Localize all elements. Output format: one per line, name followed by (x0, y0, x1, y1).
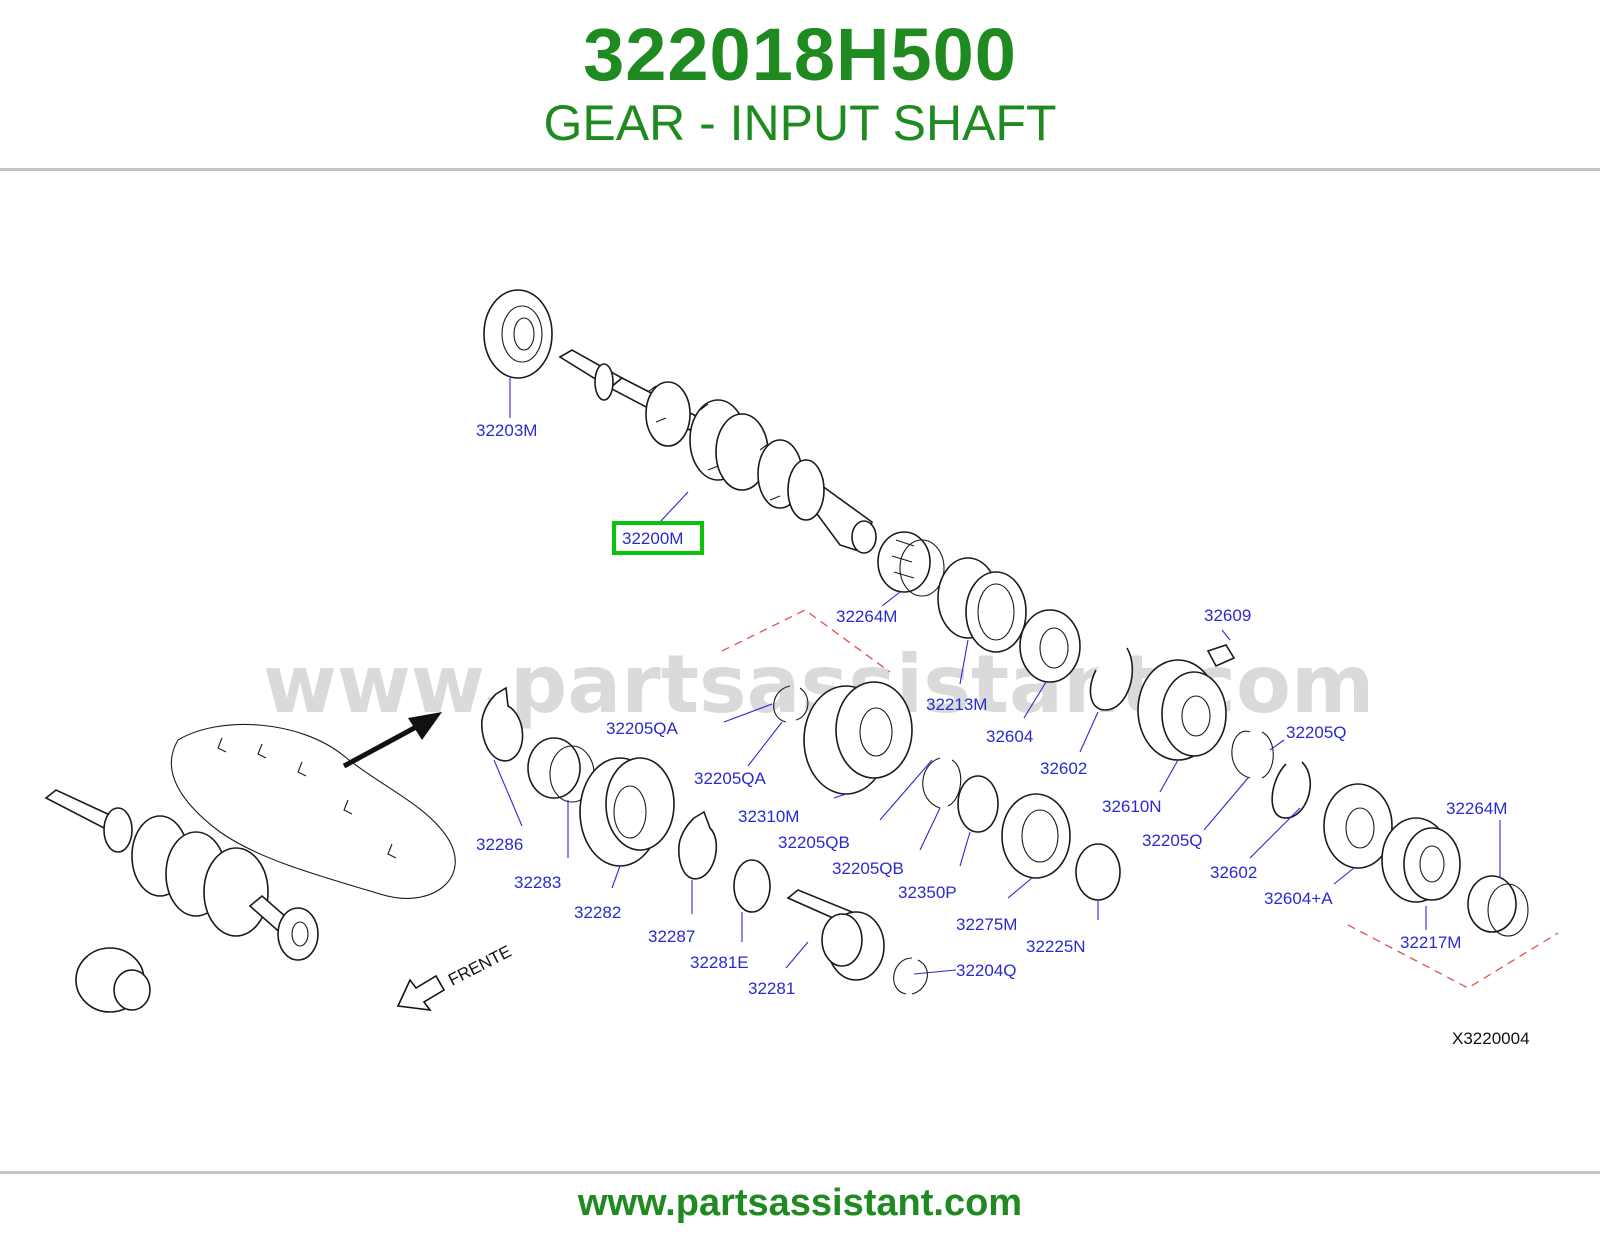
callout-32604[interactable]: 32604 (986, 727, 1033, 746)
bearing-32275m-part[interactable] (1001, 793, 1071, 879)
needle-bearing-32283-part[interactable] (527, 737, 595, 803)
spacer-32350p-part[interactable] (957, 775, 999, 833)
washer-32287-part[interactable] (678, 810, 718, 880)
callout-32205qb-2[interactable]: 32205QB (832, 859, 904, 878)
snap-ring-32602-lower-part[interactable] (1271, 761, 1312, 819)
callout-32200m-highlighted[interactable]: 32200M (622, 529, 683, 548)
hub-32604-part[interactable] (1019, 609, 1081, 683)
assembly-bracket-upper (721, 609, 891, 673)
assembly-direction-arrow (342, 712, 442, 769)
callout-32602-lower[interactable]: 32602 (1210, 863, 1257, 882)
snap-ring-32602-upper-part[interactable] (1089, 647, 1134, 711)
countershaft-gear-overview (75, 947, 151, 1013)
part-description: GEAR - INPUT SHAFT (543, 95, 1057, 151)
circlip-32204q-part[interactable] (893, 957, 928, 995)
snap-ring-32205q-part[interactable] (1231, 730, 1274, 779)
header-divider (0, 168, 1600, 171)
callout-32604a[interactable]: 32604+A (1264, 889, 1333, 908)
callout-32205q-1[interactable]: 32205Q (1286, 723, 1347, 742)
case-outline-overview (170, 723, 456, 899)
washer-32286-part[interactable] (481, 686, 524, 762)
callout-32205qb-1[interactable]: 32205QB (778, 833, 850, 852)
ring-32281e-part[interactable] (733, 859, 771, 913)
callout-32217m[interactable]: 32217M (1400, 933, 1461, 952)
front-direction-label: FRENTE (445, 942, 514, 990)
callout-32610n[interactable]: 32610N (1102, 797, 1162, 816)
callout-32225n[interactable]: 32225N (1026, 937, 1086, 956)
callout-32282[interactable]: 32282 (574, 903, 621, 922)
gear-32310m-part[interactable] (803, 681, 913, 795)
callout-32203m[interactable]: 32203M (476, 421, 537, 440)
callout-32264m-lower[interactable]: 32264M (1446, 799, 1507, 818)
needle-bearing-32264m-lower-part[interactable] (1467, 875, 1529, 937)
footer-url[interactable]: www.partsassistant.com (577, 1182, 1023, 1224)
part-number-title: 322018H500 (583, 13, 1017, 96)
input-shaft-part[interactable] (558, 349, 877, 554)
callout-32350p[interactable]: 32350P (898, 883, 957, 902)
page-header: 322018H500 GEAR - INPUT SHAFT (0, 0, 1600, 168)
footer-divider (0, 1171, 1600, 1174)
callout-32609[interactable]: 32609 (1204, 606, 1251, 625)
callout-32287[interactable]: 32287 (648, 927, 695, 946)
hub-32604a-part[interactable] (1323, 783, 1393, 869)
shim-32225n-part[interactable] (1075, 843, 1121, 901)
assembly-bracket-lower (1347, 924, 1559, 989)
callout-32205qa-1[interactable]: 32205QA (606, 719, 678, 738)
callout-32286[interactable]: 32286 (476, 835, 523, 854)
circlip-32205qa-part[interactable] (773, 685, 809, 723)
highlighted-part-frame (612, 521, 704, 555)
callout-32275m[interactable]: 32275M (956, 915, 1017, 934)
gear-32282-part[interactable] (579, 757, 675, 867)
needle-bearing-32264m-upper-part[interactable] (877, 531, 945, 597)
circlip-32205qb-part[interactable] (922, 757, 962, 809)
callout-32602-upper[interactable]: 32602 (1040, 759, 1087, 778)
callout-32204q[interactable]: 32204Q (956, 961, 1017, 980)
bushing-32281-part[interactable] (786, 889, 885, 981)
callout-32281e[interactable]: 32281E (690, 953, 749, 972)
leader-lines (493, 378, 1501, 975)
front-direction-arrow-icon (396, 974, 446, 1012)
callout-32283[interactable]: 32283 (514, 873, 561, 892)
illustration-reference-code: X3220004 (1452, 1029, 1530, 1048)
callout-32264m-upper[interactable]: 32264M (836, 607, 897, 626)
gear-32217m-part[interactable] (1381, 817, 1461, 903)
callout-32281[interactable]: 32281 (748, 979, 795, 998)
callout-32310m[interactable]: 32310M (738, 807, 799, 826)
callout-32205q-2[interactable]: 32205Q (1142, 831, 1203, 850)
key-32609-part[interactable] (1206, 644, 1236, 668)
bearing-32203m-part[interactable] (483, 289, 553, 379)
callout-32213m[interactable]: 32213M (926, 695, 987, 714)
gear-32213m-part[interactable] (937, 557, 1027, 653)
callout-32205qa-2[interactable]: 32205QA (694, 769, 766, 788)
assembled-shaft-overview (44, 789, 319, 961)
